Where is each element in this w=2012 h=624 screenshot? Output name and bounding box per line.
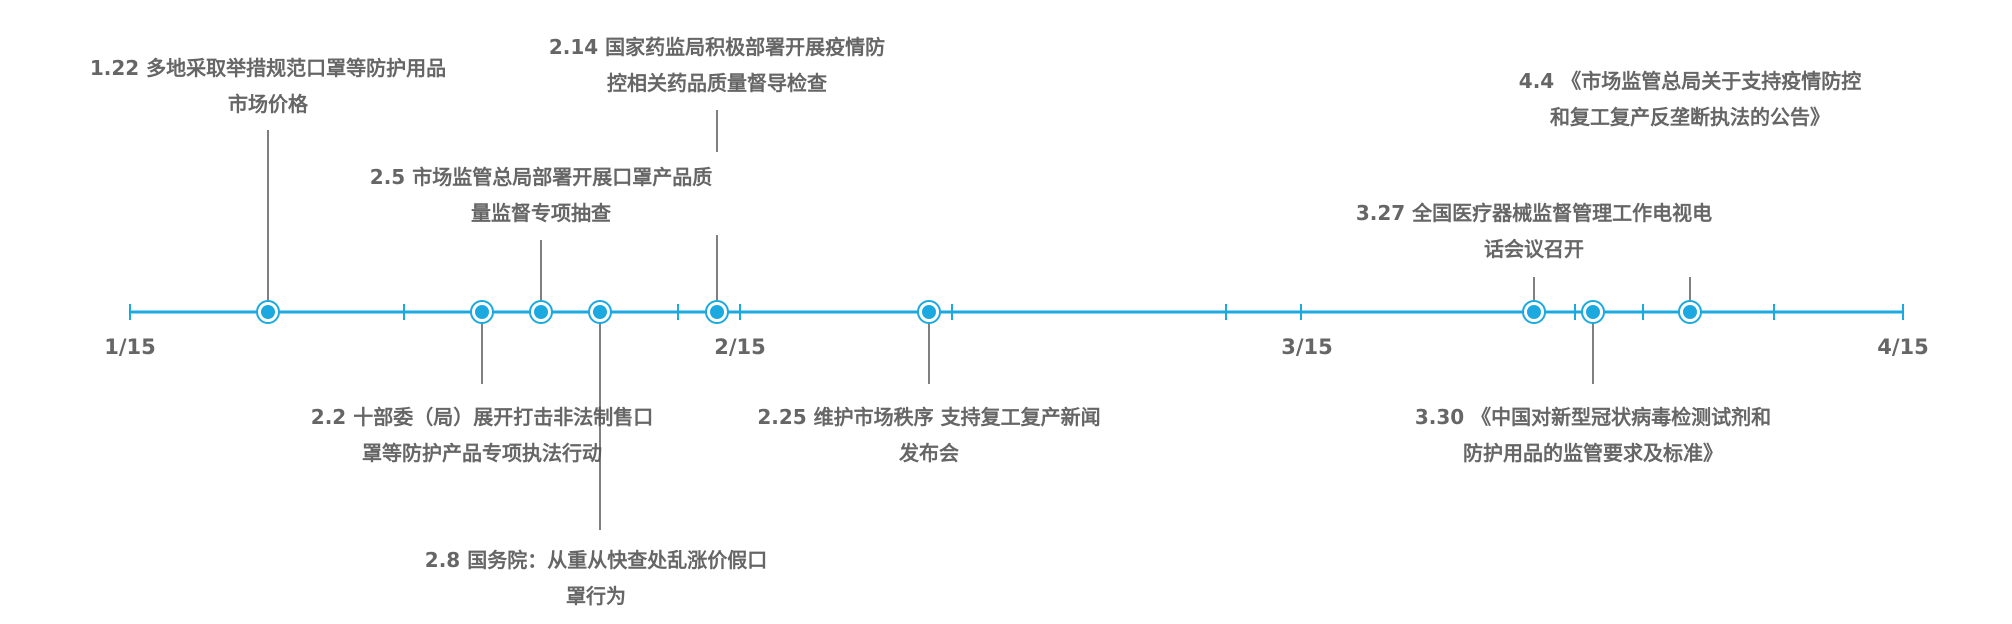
event-label: 2.5 市场监管总局部署开展口罩产品质: [370, 165, 712, 189]
axis-label: 1/15: [104, 335, 156, 359]
event-marker-dot: [1586, 305, 1600, 319]
event-label: 2.25 维护市场秩序 支持复工复产新闻: [757, 405, 1100, 429]
event-label: 防护用品的监管要求及标准》: [1463, 441, 1723, 465]
event-marker-dot: [1683, 305, 1697, 319]
axis-label: 3/15: [1281, 335, 1333, 359]
axis-ticks: [129, 304, 1904, 320]
event-label: 话会议召开: [1484, 237, 1584, 261]
event-marker-dot: [922, 305, 936, 319]
axis-label: 4/15: [1877, 335, 1929, 359]
axis-labels: 1/15 2/15 3/15 4/15: [104, 335, 1929, 359]
event-marker-dot: [475, 305, 489, 319]
event-marker-dot: [534, 305, 548, 319]
event-label: 1.22 多地采取举措规范口罩等防护用品: [90, 56, 446, 80]
event-marker-dot: [593, 305, 607, 319]
event-label: 2.14 国家药监局积极部署开展疫情防: [549, 35, 885, 59]
event-label: 和复工复产反垄断执法的公告》: [1550, 105, 1830, 129]
event-marker-dot: [261, 305, 275, 319]
event-label: 罩等防护产品专项执法行动: [362, 441, 602, 465]
event-label: 2.8 国务院：从重从快查处乱涨价假口: [425, 548, 767, 572]
event-label: 市场价格: [228, 92, 309, 116]
event-label: 罩行为: [566, 584, 626, 608]
event-label: 控相关药品质量督导检查: [607, 71, 827, 95]
event-marker-dot: [710, 305, 724, 319]
event-label: 3.30 《中国对新型冠状病毒检测试剂和: [1415, 405, 1771, 429]
event-label: 2.2 十部委（局）展开打击非法制售口: [311, 405, 653, 429]
event-label: 3.27 全国医疗器械监督管理工作电视电: [1356, 201, 1712, 225]
axis-label: 2/15: [714, 335, 766, 359]
event-marker-dot: [1527, 305, 1541, 319]
event-label: 量监督专项抽查: [471, 201, 611, 225]
event-label: 发布会: [898, 441, 959, 465]
event-label: 4.4 《市场监管总局关于支持疫情防控: [1519, 69, 1861, 93]
